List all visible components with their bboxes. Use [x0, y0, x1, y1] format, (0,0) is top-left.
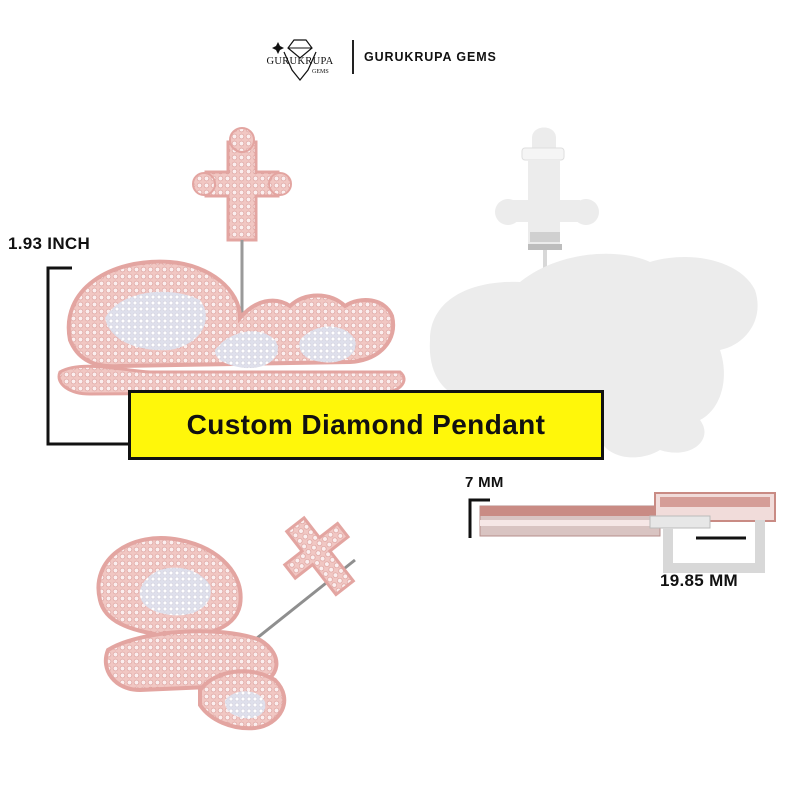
perspective-view-pendant: [96, 515, 356, 731]
height-measurement-label: 1.93 INCH: [8, 234, 91, 253]
brand-logo: GURUKRUPA GEMS: [254, 36, 346, 86]
brand-name: GURUKRUPA GEMS: [364, 50, 497, 64]
front-view-pendant: [57, 127, 406, 396]
logo-subtext: GEMS: [312, 69, 329, 75]
bail-measurement-label: 19.85 MM: [660, 571, 738, 590]
side-view-pendant: [479, 492, 776, 573]
depth-measurement-label: 7 MM: [465, 474, 504, 491]
front-cross-shape: [192, 127, 292, 242]
height-dimension-line: [46, 266, 128, 446]
product-title-banner: Custom Diamond Pendant: [128, 390, 604, 460]
product-title: Custom Diamond Pendant: [186, 409, 546, 440]
brand-divider: [352, 40, 354, 74]
sparkle-icon: [272, 42, 284, 54]
brand-header: GURUKRUPA GEMS GURUKRUPA GEMS: [0, 30, 800, 90]
front-script-name: [57, 259, 406, 396]
diamond-logo-icon: [272, 39, 317, 81]
logo-name-text: GURUKRUPA: [266, 56, 334, 67]
depth-dimension-line: [468, 498, 490, 538]
